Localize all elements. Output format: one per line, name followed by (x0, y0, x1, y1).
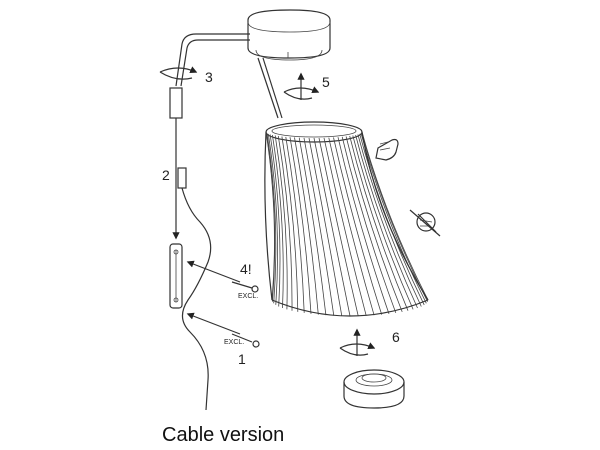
version-caption: Cable version (162, 424, 285, 446)
screw-arrow-lower (186, 312, 241, 335)
rotate-icon-step-6 (339, 328, 376, 356)
wall-bracket (169, 243, 183, 309)
power-cable (181, 187, 212, 411)
step-4-label: 4! (240, 261, 252, 277)
hand-touch-icon (375, 138, 399, 161)
no-touch-hot-icon (409, 209, 441, 237)
rotate-icon-step-5 (283, 72, 320, 100)
lamp-head (247, 9, 331, 61)
shade-ring (343, 369, 405, 409)
step-5-label: 5 (322, 74, 330, 90)
rotate-arrow-icon (159, 66, 198, 80)
screw-label-lower: EXCL. (224, 339, 244, 346)
screw-upper (231, 281, 259, 293)
lamp-stem (257, 57, 283, 119)
step-1-label: 1 (238, 351, 246, 367)
screw-label-upper: EXCL. (238, 293, 258, 300)
step-2-label: 2 (162, 167, 170, 183)
step-6-label: 6 (392, 329, 400, 345)
arm-clip (177, 167, 187, 189)
screw-lower (231, 333, 260, 348)
screw-arrow-upper (186, 260, 241, 283)
lamp-shade (264, 121, 429, 317)
step-3-label: 3 (205, 69, 213, 85)
